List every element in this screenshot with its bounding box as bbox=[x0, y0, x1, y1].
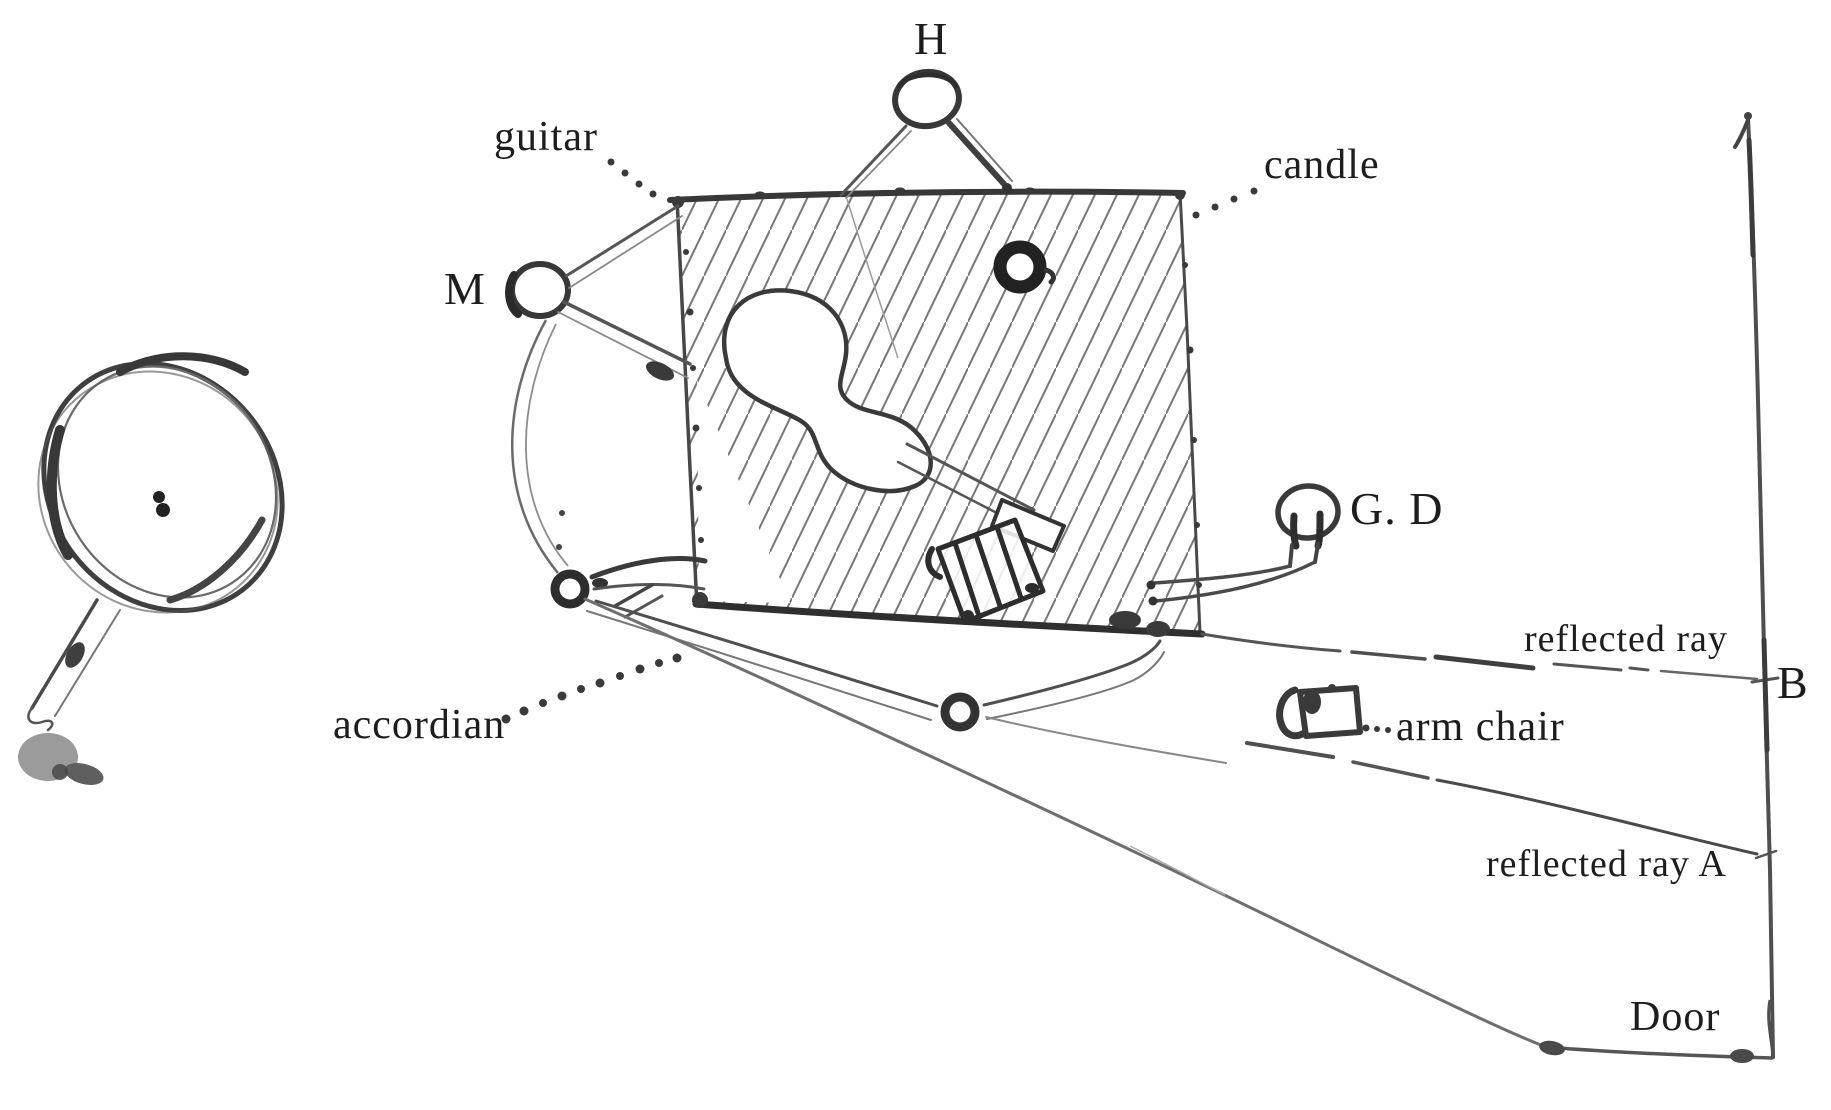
label-reflected-ray: reflected ray bbox=[1524, 618, 1728, 660]
label-h: H bbox=[914, 13, 949, 64]
sitter-gd-sketch bbox=[1146, 483, 1341, 606]
table-sketch bbox=[667, 187, 1206, 638]
label-m: M bbox=[444, 263, 486, 314]
accordion-sketch bbox=[925, 517, 1046, 625]
sitter-m-sketch bbox=[505, 204, 692, 574]
label-reflected-ray-a: reflected ray A bbox=[1486, 843, 1727, 885]
below-table-arms-sketch bbox=[586, 599, 1165, 732]
label-leader-dots bbox=[501, 158, 1391, 733]
arm-chair-sketch bbox=[1276, 684, 1363, 740]
reflected-ray-a-line bbox=[985, 716, 1778, 860]
label-arm-chair: arm chair bbox=[1396, 704, 1565, 750]
table-edge-ink-dots bbox=[672, 187, 1202, 637]
sitter-h-sketch bbox=[839, 68, 1013, 199]
reflected-ray-line bbox=[1200, 632, 1780, 684]
guitar-on-table-sketch bbox=[722, 288, 1066, 553]
near-sitter-ring bbox=[940, 692, 980, 732]
label-gd: G. D bbox=[1350, 483, 1444, 534]
label-door: Door bbox=[1630, 994, 1721, 1040]
label-candle: candle bbox=[1264, 142, 1380, 188]
door-ray-line bbox=[583, 597, 1774, 1063]
corner-ring-sketch bbox=[550, 556, 708, 619]
floating-guitar-sketch bbox=[18, 352, 285, 785]
label-b: B bbox=[1777, 657, 1809, 708]
wall-line bbox=[1733, 112, 1775, 1059]
label-accordian: accordian bbox=[333, 702, 506, 748]
candle-sketch bbox=[993, 240, 1056, 294]
label-guitar: guitar bbox=[494, 114, 598, 160]
